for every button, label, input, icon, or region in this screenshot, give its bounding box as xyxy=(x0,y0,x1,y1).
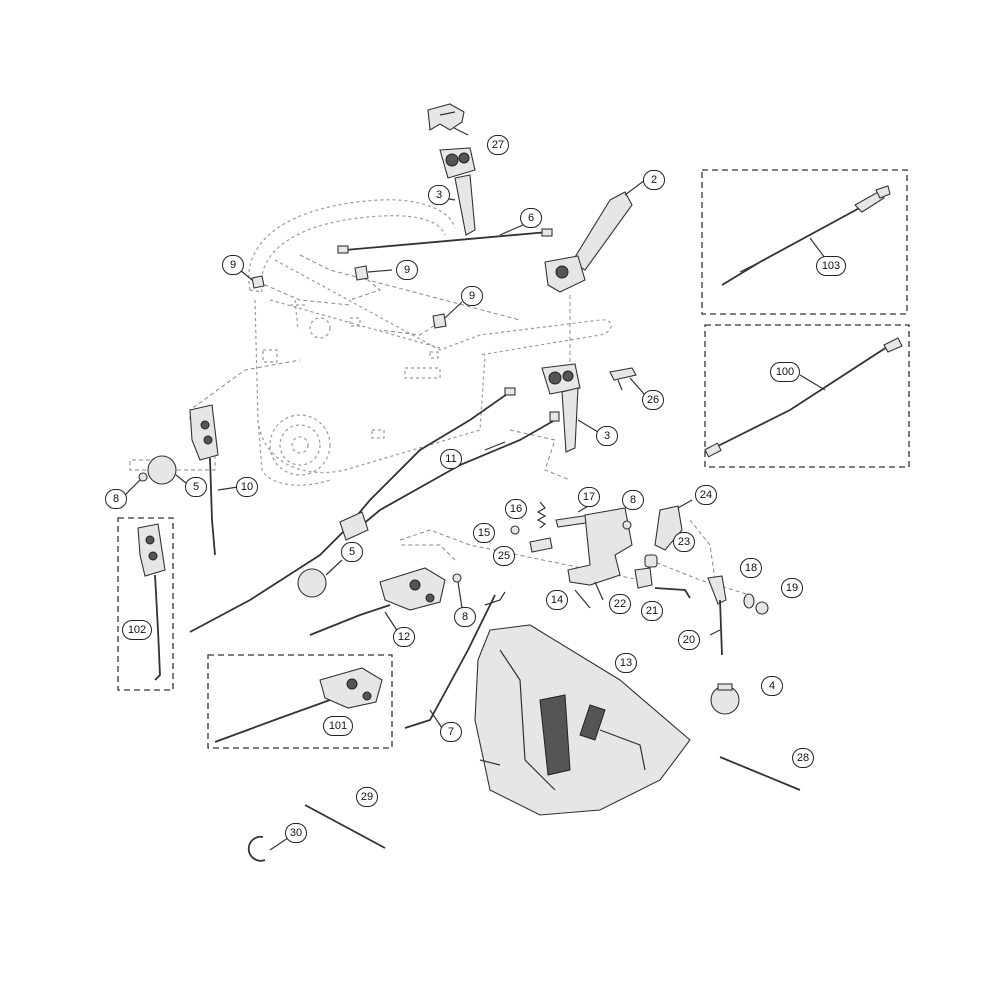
part-12-lever-assembly xyxy=(309,567,446,636)
part-103-cable-assembly xyxy=(701,169,908,315)
callout-18[interactable]: 18 xyxy=(740,558,762,578)
handle-frame-outline xyxy=(248,199,612,486)
callout-23[interactable]: 23 xyxy=(673,532,695,552)
part-25-plate xyxy=(529,537,553,553)
part-22-clip xyxy=(634,567,653,589)
part-27-lever-cap xyxy=(427,103,469,136)
part-15-bushing xyxy=(510,525,520,535)
callout-8-right[interactable]: 8 xyxy=(622,490,644,510)
callout-11[interactable]: 11 xyxy=(440,449,462,469)
part-28-cable-tie xyxy=(719,756,801,791)
callout-4[interactable]: 4 xyxy=(761,676,783,696)
part-3-upper-control-lever xyxy=(427,147,476,236)
callout-27[interactable]: 27 xyxy=(487,135,509,155)
callout-19[interactable]: 19 xyxy=(781,578,803,598)
callout-16[interactable]: 16 xyxy=(505,499,527,519)
part-16-spring xyxy=(536,501,547,529)
part-29-cable-tie xyxy=(304,804,386,849)
part-19-nut xyxy=(755,601,769,615)
callout-8-left[interactable]: 8 xyxy=(105,489,127,509)
part-26-bracket xyxy=(609,367,646,396)
callout-20[interactable]: 20 xyxy=(678,630,700,650)
callout-10[interactable]: 10 xyxy=(236,477,258,497)
part-100-cable-assembly xyxy=(704,324,910,468)
part-8-left-nut xyxy=(124,472,148,496)
callout-24[interactable]: 24 xyxy=(695,485,717,505)
part-10-control-cable xyxy=(189,404,239,556)
callout-28[interactable]: 28 xyxy=(792,748,814,768)
part-7-spring-rod xyxy=(404,591,506,729)
callout-5-upper[interactable]: 5 xyxy=(185,477,207,497)
callout-14[interactable]: 14 xyxy=(546,590,568,610)
callout-9-a[interactable]: 9 xyxy=(222,255,244,275)
callout-30[interactable]: 30 xyxy=(285,823,307,843)
part-5-lower-knob xyxy=(297,559,343,598)
part-14-bracket xyxy=(567,507,633,609)
callout-2[interactable]: 2 xyxy=(643,170,665,190)
part-8-right-nut xyxy=(622,520,632,530)
part-23-bushing xyxy=(644,554,658,568)
callout-3-lower[interactable]: 3 xyxy=(596,426,618,446)
part-6-cable xyxy=(337,224,553,254)
callout-17[interactable]: 17 xyxy=(578,487,600,507)
callout-29[interactable]: 29 xyxy=(356,787,378,807)
part-4-knob xyxy=(710,683,740,715)
part-9-knobs xyxy=(239,265,463,329)
part-11-dual-cable xyxy=(189,387,560,633)
callout-102[interactable]: 102 xyxy=(122,620,152,640)
callout-3-upper[interactable]: 3 xyxy=(428,185,450,205)
part-18-washer xyxy=(743,593,755,609)
callout-21[interactable]: 21 xyxy=(641,601,663,621)
callout-26[interactable]: 26 xyxy=(642,390,664,410)
callout-7[interactable]: 7 xyxy=(440,722,462,742)
callout-15[interactable]: 15 xyxy=(473,523,495,543)
callout-25[interactable]: 25 xyxy=(493,546,515,566)
callout-9-c[interactable]: 9 xyxy=(461,286,483,306)
callout-8-mid[interactable]: 8 xyxy=(454,607,476,627)
part-21-pin xyxy=(654,587,691,599)
part-101-lever-assembly xyxy=(207,654,393,749)
callout-9-b[interactable]: 9 xyxy=(396,260,418,280)
part-2-handle-lever xyxy=(544,179,646,293)
part-102-cable-assembly xyxy=(117,517,174,691)
part-30-clip xyxy=(247,835,289,862)
part-20-shift-rod xyxy=(707,575,727,656)
part-8-mid-nut xyxy=(452,573,463,609)
callout-12[interactable]: 12 xyxy=(393,627,415,647)
part-3-lower-control-lever xyxy=(541,363,599,453)
callout-22[interactable]: 22 xyxy=(609,594,631,614)
callout-101[interactable]: 101 xyxy=(323,716,353,736)
part-13-dash-panel xyxy=(474,624,691,816)
callout-5-lower[interactable]: 5 xyxy=(341,542,363,562)
leader-lines xyxy=(129,254,751,596)
callout-6[interactable]: 6 xyxy=(520,208,542,228)
callout-103[interactable]: 103 xyxy=(816,256,846,276)
callout-13[interactable]: 13 xyxy=(615,653,637,673)
callout-100[interactable]: 100 xyxy=(770,362,800,382)
part-5-upper-knob xyxy=(147,455,187,485)
